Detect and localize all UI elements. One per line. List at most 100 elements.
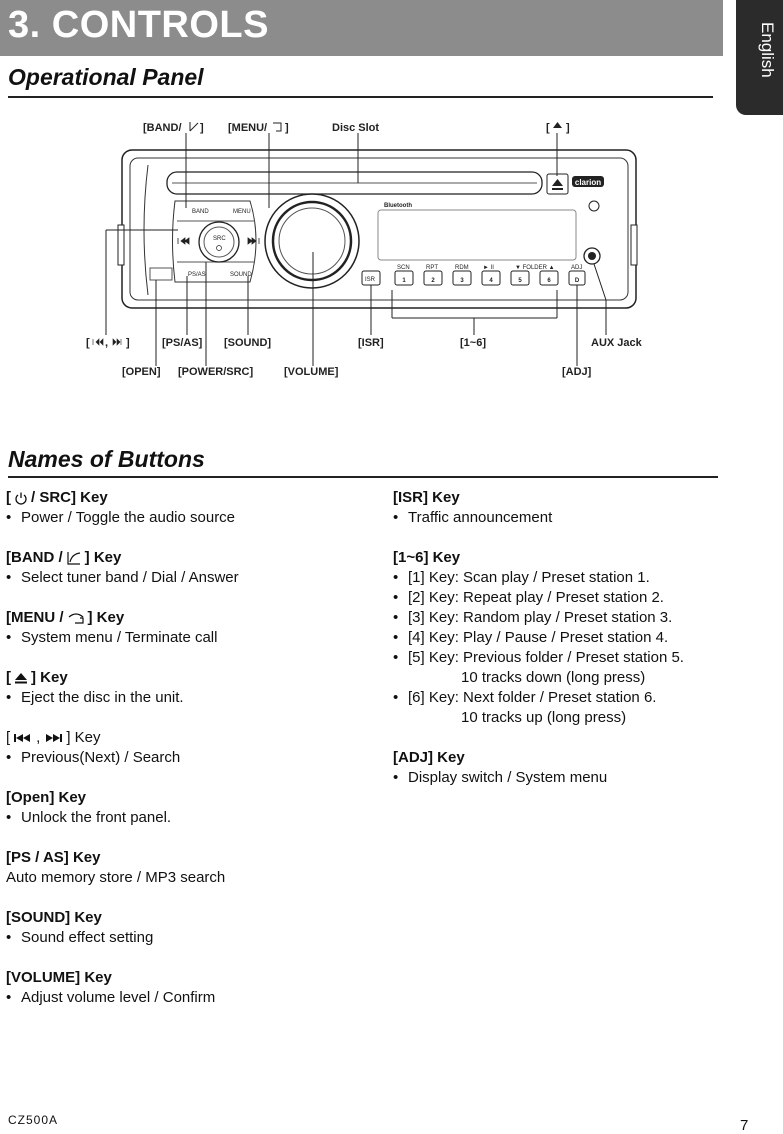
svg-text:2: 2 (431, 278, 435, 284)
callout-prev-next: [ (86, 337, 90, 349)
menu-key-heading: [MENU / ] Key (6, 609, 125, 626)
callout-menu: [MENU/ (228, 122, 267, 134)
next-track-icon (247, 237, 260, 245)
list-item: •Display switch / System menu (393, 769, 608, 786)
bluetooth-label: Bluetooth (384, 203, 412, 209)
page-title: 3. CONTROLS (8, 4, 269, 46)
svg-text:]: ] (126, 337, 130, 349)
sound-key-heading: [SOUND] Key (6, 909, 102, 926)
list-item: •Sound effect setting (6, 929, 154, 946)
preset-keys-heading: [1~6] Key (393, 549, 461, 566)
list-item: •Power / Toggle the audio source (6, 509, 236, 526)
src-key-label: SRC (213, 236, 226, 242)
leader-lines (105, 133, 607, 366)
list-item: •Traffic announcement (393, 509, 553, 526)
list-item: •Adjust volume level / Confirm (6, 989, 216, 1006)
svg-text:4: 4 (489, 278, 493, 284)
dial-icon (67, 552, 80, 565)
open-key-heading: [Open] Key (6, 789, 87, 806)
isr-key-heading: [ISR] Key (393, 489, 460, 506)
ps-as-description: Auto memory store / MP3 search (6, 869, 226, 886)
callout-aux-jack: AUX Jack (591, 337, 643, 349)
list-item: •System menu / Terminate call (6, 629, 218, 646)
callout-sound: [SOUND] (224, 337, 271, 349)
header-bar (0, 0, 723, 56)
adj-key-heading: [ADJ] Key (393, 749, 465, 766)
hangup-icon (68, 613, 84, 624)
band-key-heading: [BAND / ] Key (6, 549, 122, 566)
prev-next-key-heading: [ , ] Key (6, 729, 101, 746)
svg-text:]: ] (200, 122, 204, 134)
list-item: •Eject the disc in the unit. (6, 689, 184, 706)
next-icon (112, 338, 122, 346)
ps-as-key-heading: [PS / AS] Key (6, 849, 101, 866)
names-of-buttons-title: Names of Buttons (8, 446, 205, 472)
sound-key-label: SOUND (230, 272, 252, 278)
svg-text:3: 3 (460, 278, 464, 284)
callout-band: [BAND/ (143, 122, 182, 134)
callout-isr: [ISR] (358, 337, 384, 349)
svg-text:5: 5 (518, 278, 522, 284)
power-icon (15, 492, 27, 505)
list-item: •Unlock the front panel. (6, 809, 172, 826)
svg-text:D: D (575, 278, 580, 284)
callout-open: [OPEN] (122, 366, 161, 378)
language-tab-label: English (758, 22, 777, 78)
list-item-continuation: 10 tracks down (long press) (461, 669, 646, 686)
list-item: •[3] Key: Random play / Preset station 3… (393, 609, 673, 626)
eject-icon (15, 673, 27, 684)
top-row-label-rpt: RPT (426, 265, 438, 271)
page-number: 7 (740, 1117, 749, 1134)
top-row-label-rdm: RDM (455, 265, 469, 271)
top-row-label-folder: ▼ FOLDER ▲ (515, 265, 555, 271)
operational-panel-diagram: clarion Bluetooth BAND MENU PS/AS SOUND … (86, 122, 643, 378)
callout-ps-as: [PS/AS] (162, 337, 203, 349)
prev-track-icon (177, 237, 190, 245)
previous-track-icon (14, 734, 31, 742)
language-tab (736, 0, 783, 115)
volume-key-heading: [VOLUME] Key (6, 969, 112, 986)
operational-panel-title: Operational Panel (8, 64, 204, 90)
brand-logo: clarion (575, 178, 601, 187)
list-item: •[4] Key: Play / Pause / Preset station … (393, 629, 669, 646)
top-row-label-scn: SCN (397, 265, 410, 271)
buttons-right-column: [ISR] Key •Traffic announcement [1~6] Ke… (393, 488, 753, 788)
svg-text:1: 1 (402, 278, 406, 284)
svg-text:]: ] (566, 122, 570, 134)
list-item: •Select tuner band / Dial / Answer (6, 569, 239, 586)
top-row-label-adj: ADJ (571, 265, 582, 271)
list-item: •[5] Key: Previous folder / Preset stati… (393, 649, 684, 666)
list-item: •[1] Key: Scan play / Preset station 1. (393, 569, 650, 586)
next-track-icon (46, 734, 63, 742)
eject-key-heading: [ ] Key (6, 669, 68, 686)
eject-icon (553, 122, 562, 128)
model-number: CZ500A (8, 1113, 59, 1127)
callout-eject: [ (546, 122, 550, 134)
prev-icon (92, 338, 104, 346)
svg-text:,: , (105, 337, 108, 349)
list-item: •Previous(Next) / Search (6, 749, 181, 766)
menu-key-label: MENU (233, 209, 251, 215)
callout-disc-slot: Disc Slot (332, 122, 379, 134)
display-window (377, 209, 577, 261)
power-src-key-heading: [ / SRC] Key (6, 489, 108, 506)
svg-text:]: ] (285, 122, 289, 134)
list-item-continuation: 10 tracks up (long press) (461, 709, 627, 726)
callout-1-6: [1~6] (460, 337, 486, 349)
list-item: •[2] Key: Repeat play / Preset station 2… (393, 589, 664, 606)
hangup-icon (273, 122, 282, 132)
isr-key-label: ISR (365, 277, 376, 283)
psas-key-label: PS/AS (188, 272, 206, 278)
callout-adj: [ADJ] (562, 366, 592, 378)
top-row-label-play: ► II (483, 265, 494, 271)
band-key-label: BAND (192, 209, 209, 215)
svg-text:6: 6 (547, 278, 551, 284)
callout-power-src: [POWER/SRC] (178, 366, 254, 378)
buttons-left-column: [ / SRC] Key •Power / Toggle the audio s… (6, 488, 376, 1008)
callout-volume: [VOLUME] (284, 366, 339, 378)
dial-icon (189, 122, 199, 132)
section-rule (8, 476, 718, 478)
preset-keys: 1 2 3 4 5 6 D (394, 270, 586, 286)
list-item: •[6] Key: Next folder / Preset station 6… (393, 689, 657, 706)
section-rule (8, 96, 713, 98)
